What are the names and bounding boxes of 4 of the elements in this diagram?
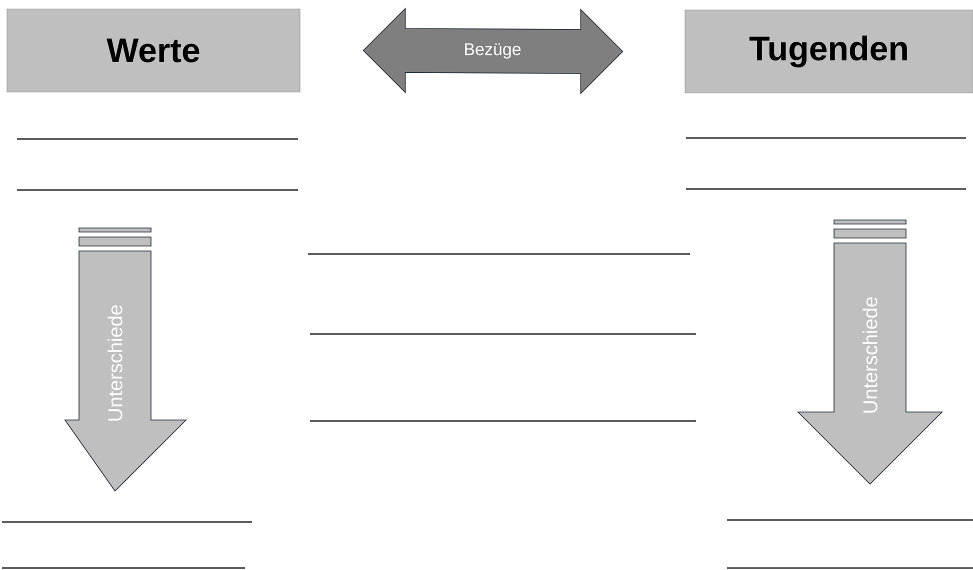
title-box: Tugenden (684, 10, 973, 94)
title-box: Werte (6, 8, 300, 92)
double-arrow (362, 8, 624, 94)
edge-label: Bezüge (465, 43, 521, 59)
